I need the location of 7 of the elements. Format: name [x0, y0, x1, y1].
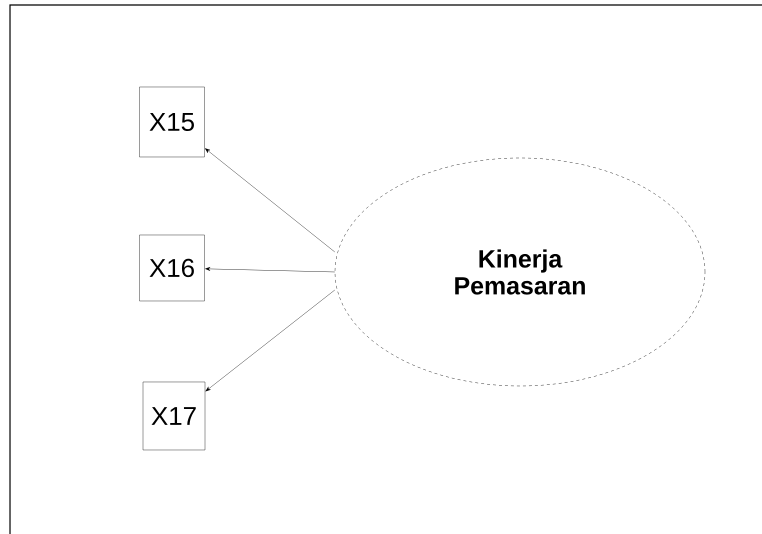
arrow: [204, 148, 335, 252]
arrow: [205, 266, 335, 272]
arrow: [205, 290, 335, 392]
indicator-box: X17: [142, 382, 206, 450]
indicator-box: X15: [139, 86, 205, 158]
ellipse-node: Kinerja Pemasaran: [334, 158, 706, 386]
indicator-box: X16: [139, 234, 205, 302]
